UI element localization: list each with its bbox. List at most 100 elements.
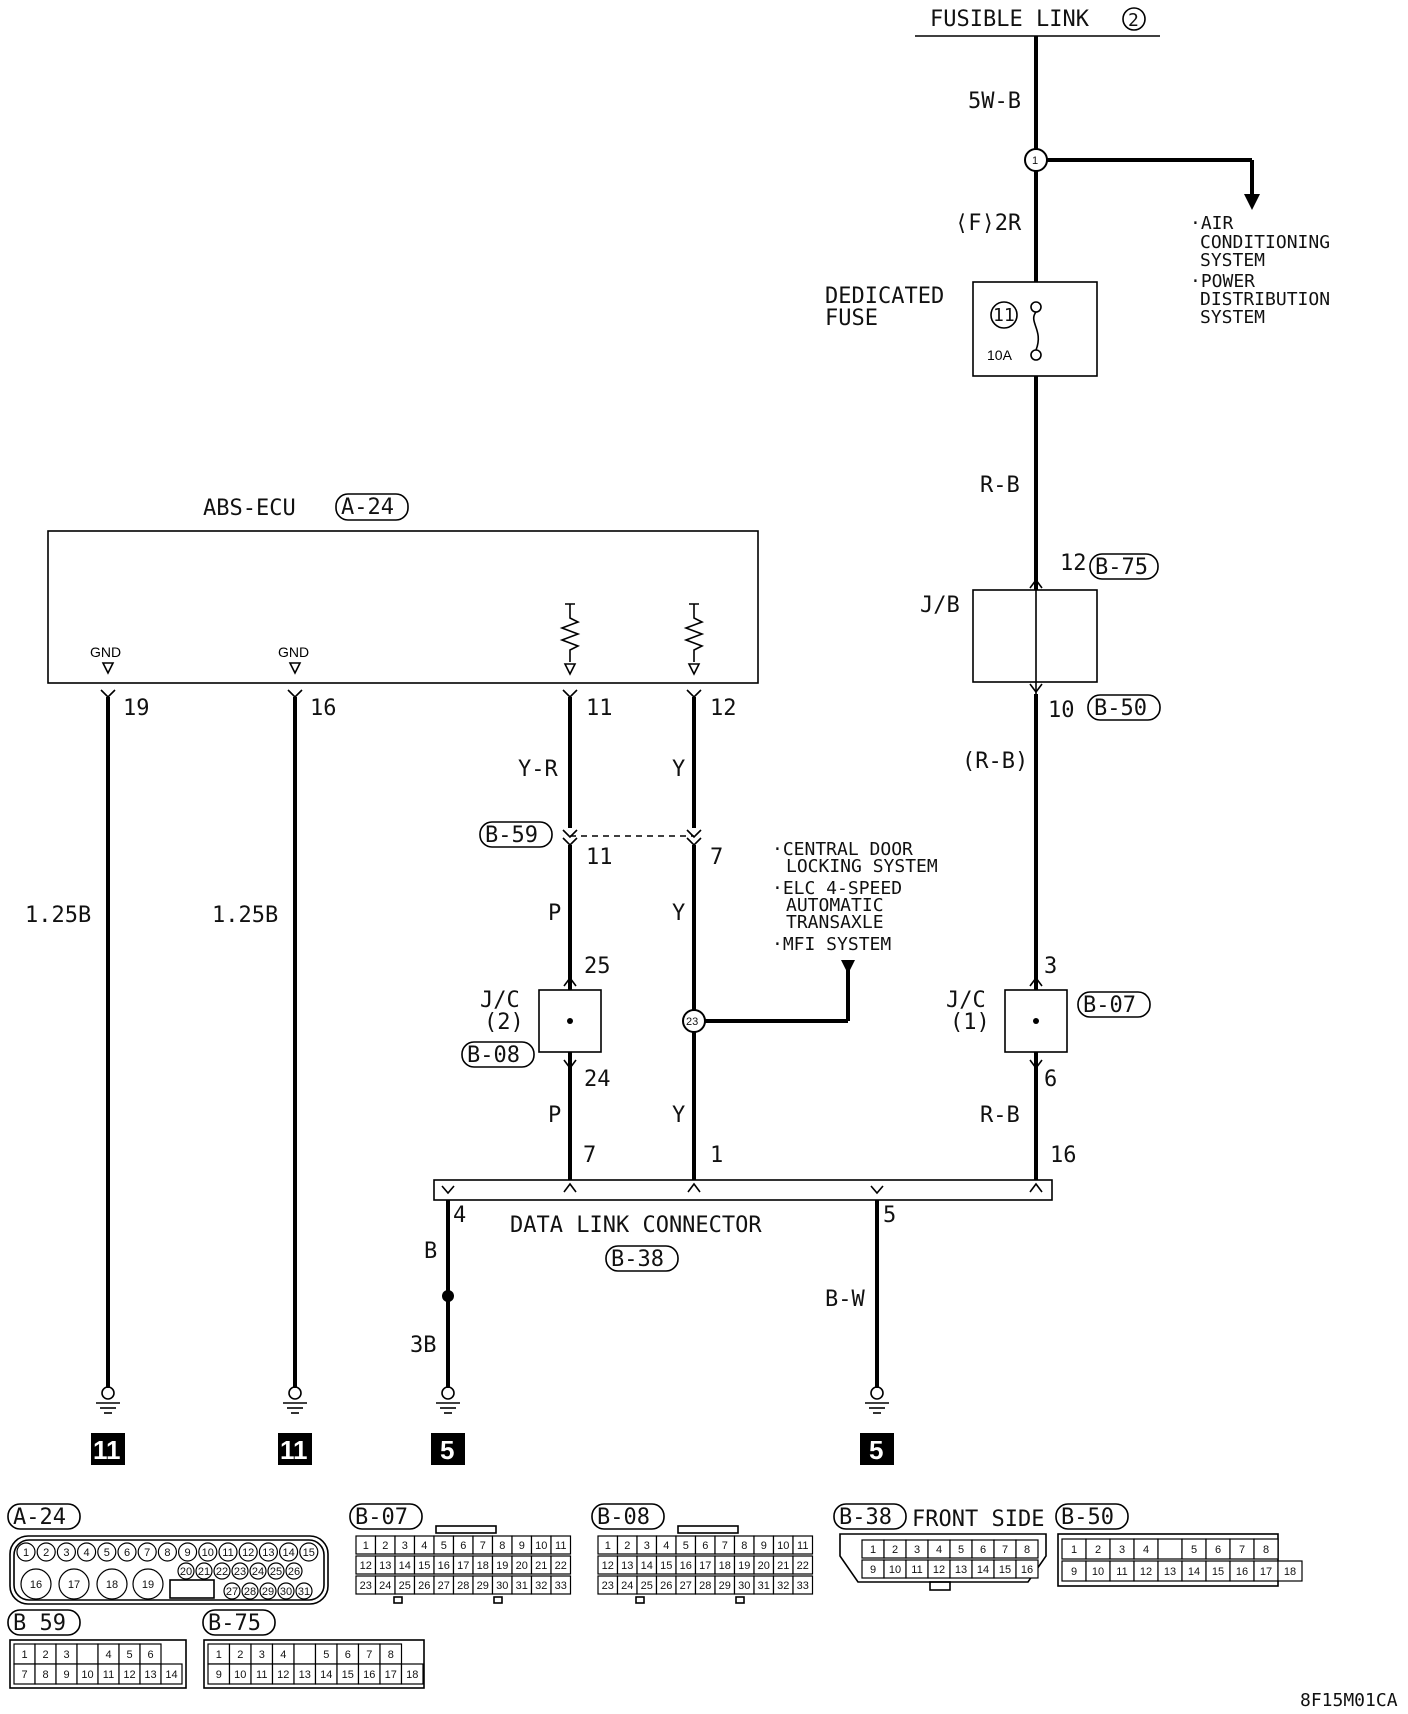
b07-pin-label: 25 xyxy=(399,1580,411,1592)
joint-connector-1: 3 J/C (1) B-07 6 xyxy=(946,954,1151,1092)
wire-label-p-2: P xyxy=(548,1103,561,1128)
jc2-pin-in: 25 xyxy=(584,954,611,979)
b08-pin-label: 6 xyxy=(702,1540,708,1552)
a24-pin xyxy=(249,1562,267,1580)
b08-pin-label: 28 xyxy=(699,1580,711,1592)
b75-pin-label: 6 xyxy=(345,1649,351,1661)
a24-pin xyxy=(218,1542,238,1562)
jb-connector-top: B-75 xyxy=(1095,555,1148,580)
a24-pin-label: 14 xyxy=(282,1547,294,1559)
ecu-label: ABS-ECU xyxy=(203,496,296,521)
b07-pin-label: 6 xyxy=(460,1540,466,1552)
dlc-pin-16: 16 xyxy=(1050,1143,1077,1168)
system-elc-2: AUTOMATIC xyxy=(786,895,884,916)
wire-label-r-b-upper: R-B xyxy=(980,473,1020,498)
b08-pin-label: 11 xyxy=(797,1540,808,1552)
a24-pin xyxy=(36,1542,56,1562)
b38-pin-label: 9 xyxy=(870,1564,876,1576)
b08-cell xyxy=(792,1535,814,1555)
b50-pin-label: 3 xyxy=(1119,1544,1125,1556)
b50-pin-label: 18 xyxy=(1284,1566,1296,1578)
fuse-rating: 10A xyxy=(987,347,1013,363)
system-mfi: ·MFI SYSTEM xyxy=(772,934,891,955)
a24-pin-label: 5 xyxy=(104,1547,110,1559)
b75-pin-label: 11 xyxy=(256,1669,267,1681)
b38-pin-label: 8 xyxy=(1024,1544,1030,1556)
b50-pin-label: 6 xyxy=(1215,1544,1221,1556)
b07-pin-label: 1 xyxy=(363,1540,369,1552)
a24-pin-label: 9 xyxy=(185,1547,191,1559)
face-label-b50: B-50 xyxy=(1061,1505,1114,1530)
b50-pin-label: 17 xyxy=(1260,1566,1272,1578)
b38-cell xyxy=(1015,1559,1039,1579)
b07-pin-label: 11 xyxy=(555,1540,566,1552)
a24-pin-label: 28 xyxy=(244,1586,256,1598)
to-systems-1: ·AIR CONDITIONING SYSTEM ·POWER DISTRIBU… xyxy=(1190,213,1330,328)
face-label-b59: B 59 xyxy=(13,1611,66,1636)
b07-pin-label: 21 xyxy=(535,1560,547,1572)
connector-b59: B-59 11 7 xyxy=(479,821,723,870)
a24-pin-label: 10 xyxy=(202,1547,214,1559)
a24-pin-label: 12 xyxy=(242,1547,254,1559)
a24-pin xyxy=(279,1542,299,1562)
b08-pin-label: 24 xyxy=(621,1580,633,1592)
b07-pin-label: 4 xyxy=(421,1540,427,1552)
b38-pin-label: 14 xyxy=(977,1564,989,1576)
a24-pin-label: 20 xyxy=(180,1566,192,1578)
b75-pin-label: 9 xyxy=(216,1669,222,1681)
a24-pin xyxy=(177,1562,195,1580)
system-ac-2: CONDITIONING xyxy=(1200,232,1330,253)
a24-pin-label: 22 xyxy=(216,1566,228,1578)
b75-pin-label: 13 xyxy=(299,1669,311,1681)
dlc-label: DATA LINK CONNECTOR xyxy=(510,1213,762,1238)
a24-pin xyxy=(198,1542,218,1562)
b07-pin-label: 19 xyxy=(496,1560,508,1572)
b08-pin-label: 33 xyxy=(797,1580,809,1592)
a24-pin xyxy=(76,1542,97,1562)
b08-pin-label: 22 xyxy=(797,1560,809,1572)
a24-pin-label: 7 xyxy=(144,1547,150,1559)
ground-icon xyxy=(865,1386,889,1414)
b07-pin-label: 18 xyxy=(477,1560,489,1572)
b08-pin-label: 4 xyxy=(663,1540,669,1552)
face-label-b08: B-08 xyxy=(597,1505,650,1530)
b08-pin-label: 15 xyxy=(660,1560,672,1572)
b59-pin-label: 12 xyxy=(123,1669,135,1681)
b59-pin-label: 14 xyxy=(165,1669,177,1681)
b07-pin-label: 13 xyxy=(379,1560,391,1572)
fuse-number: 11 xyxy=(993,305,1015,326)
connector-face-views: A-24 B-07 B-08 B-38 FRONT SIDE B-50 B 59… xyxy=(7,1503,1303,1689)
a24-pin xyxy=(295,1582,313,1600)
a24-pin-label: 27 xyxy=(226,1586,238,1598)
system-elc-3: TRANSAXLE xyxy=(786,912,884,933)
abs-ecu: ABS-ECU A-24 GND GND xyxy=(47,493,759,684)
data-link-connector: 7 1 16 4 5 DATA LINK CONNECTOR B-38 xyxy=(433,1143,1077,1272)
jc1-pin-out: 6 xyxy=(1044,1067,1057,1092)
b38-pin-label: 7 xyxy=(1002,1544,1008,1556)
b08-pin-label: 30 xyxy=(738,1580,750,1592)
ecu-connector: A-24 xyxy=(341,495,394,520)
b07-cell xyxy=(550,1555,572,1575)
b08-pin-label: 23 xyxy=(602,1580,614,1592)
b08-pin-label: 12 xyxy=(602,1560,614,1572)
a24-pin-label: 6 xyxy=(124,1547,130,1559)
b50-pin-label: 14 xyxy=(1188,1566,1200,1578)
jc1-connector: B-07 xyxy=(1083,993,1136,1018)
a24-pin-label: 29 xyxy=(262,1586,274,1598)
b50-cell xyxy=(1157,1538,1183,1560)
b38-pin-label: 1 xyxy=(870,1544,876,1556)
wire-label-y-1: Y xyxy=(672,757,685,782)
b08-pin-label: 9 xyxy=(761,1540,767,1552)
b59-pin-label: 8 xyxy=(42,1669,48,1681)
ground-icon xyxy=(436,1386,460,1414)
jb-label: J/B xyxy=(920,593,960,618)
jc2-label-2: (2) xyxy=(484,1010,524,1035)
b07-pin-label: 28 xyxy=(457,1580,469,1592)
jc1-pin-in: 3 xyxy=(1044,954,1057,979)
b07-cell xyxy=(550,1575,572,1595)
wire-label-1-25b-a: 1.25B xyxy=(25,903,91,928)
b08-pin-label: 25 xyxy=(641,1580,653,1592)
jc2-connector: B-08 xyxy=(467,1043,520,1068)
b38-pin-label: 10 xyxy=(889,1564,901,1576)
face-label-b07: B-07 xyxy=(355,1505,408,1530)
